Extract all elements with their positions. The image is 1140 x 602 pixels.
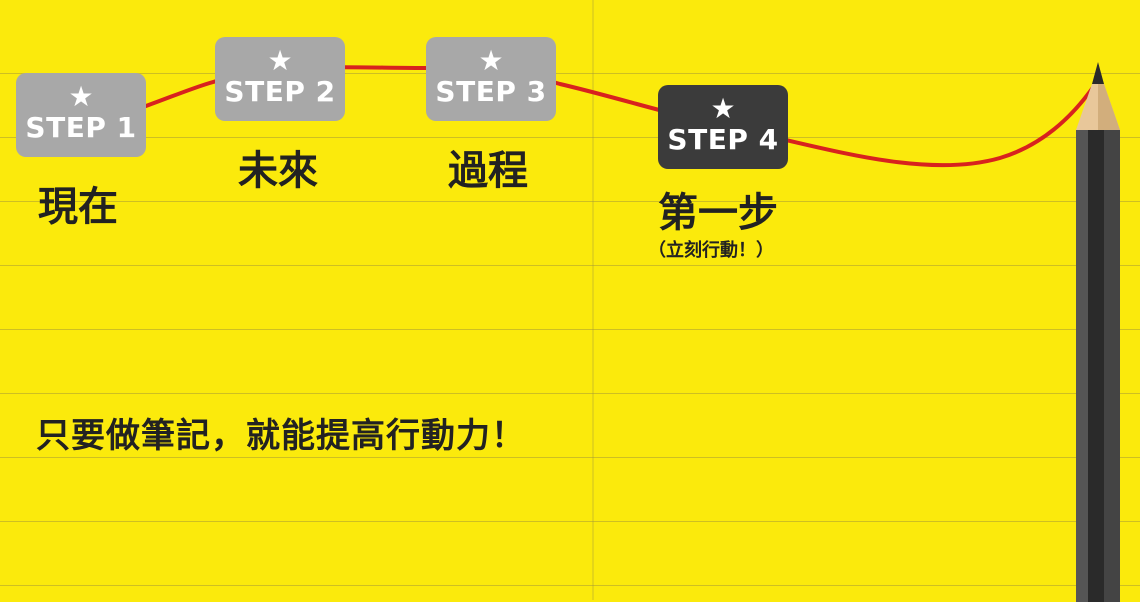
notebook-fold xyxy=(592,0,594,600)
star-icon: ★ xyxy=(267,44,293,77)
step-1-caption: 現在 xyxy=(38,184,118,230)
step-2-badge: ★ STEP 2 xyxy=(215,37,345,121)
step-2-caption: 未來 xyxy=(238,148,318,194)
star-icon: ★ xyxy=(68,80,94,113)
star-icon: ★ xyxy=(478,44,504,77)
step-3-caption: 過程 xyxy=(448,148,528,194)
step-4-subcaption: （立刻行動！） xyxy=(648,240,774,261)
step-4-caption: 第一步 xyxy=(658,190,778,236)
star-icon: ★ xyxy=(710,92,736,125)
step-3-badge: ★ STEP 3 xyxy=(426,37,556,121)
step-2-label: STEP 2 xyxy=(224,75,336,108)
step-1-badge: ★ STEP 1 xyxy=(16,73,146,157)
step-3-label: STEP 3 xyxy=(435,75,547,108)
pencil-icon xyxy=(1076,62,1120,602)
step-1-label: STEP 1 xyxy=(25,111,137,144)
step-4-badge: ★ STEP 4 xyxy=(658,85,788,169)
step-4-label: STEP 4 xyxy=(667,123,779,156)
slogan-text: 只要做筆記，就能提高行動力！ xyxy=(36,416,526,456)
